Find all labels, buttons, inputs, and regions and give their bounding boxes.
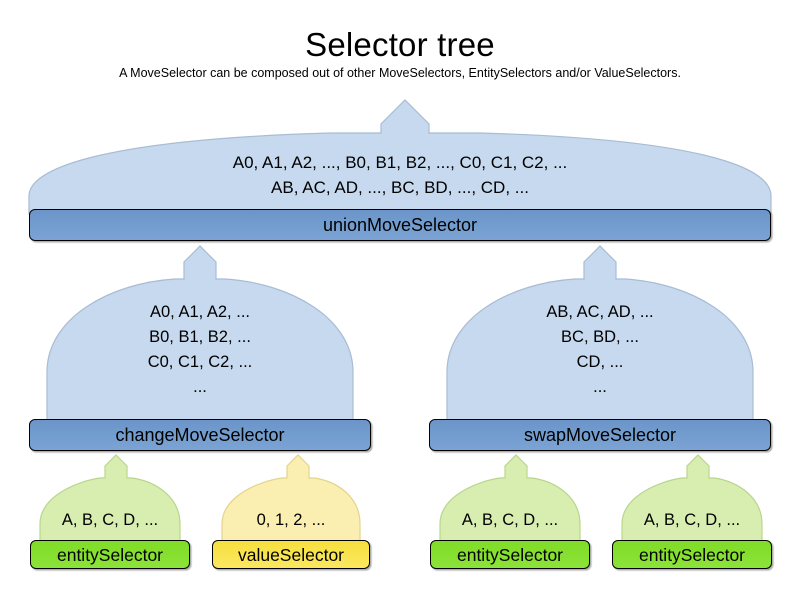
swap-move-selector-box[interactable]: swapMoveSelector	[429, 419, 771, 451]
entity-selector-label-2: entitySelector	[456, 544, 564, 565]
entity-selector-label-3: entitySelector	[638, 544, 746, 565]
leaf-entity-1-values-line-1: A, B, C, D, ...	[61, 511, 159, 529]
leaf-entity-2-shape	[439, 454, 581, 547]
entity-selector-box-2[interactable]: entitySelector	[430, 540, 590, 569]
change-values-line-2: B0, B1, B2, ...	[149, 328, 251, 346]
union-values-line-2: AB, AC, AD, ..., BC, BD, ..., CD, ...	[271, 178, 529, 197]
change-values-line-4: ...	[193, 378, 207, 396]
page-subtitle: A MoveSelector can be composed out of ot…	[119, 66, 681, 80]
leaf-entity-1-shape	[39, 454, 181, 547]
change-move-selector-label: changeMoveSelector	[115, 425, 285, 445]
change-move-selector-box[interactable]: changeMoveSelector	[29, 419, 371, 451]
change-node-values: A0, A1, A2, ... B0, B1, B2, ... C0, C1, …	[47, 300, 353, 400]
value-selector-label-1: valueSelector	[237, 544, 345, 565]
leaf-entity-3-values-line-1: A, B, C, D, ...	[643, 511, 741, 529]
leaf-value-1-values-line-1: 0, 1, 2, ...	[256, 511, 326, 529]
union-node-values: A0, A1, A2, ..., B0, B1, B2, ..., C0, C1…	[29, 150, 771, 200]
swap-node-values: AB, AC, AD, ... BC, BD, ... CD, ... ...	[447, 300, 753, 400]
entity-selector-box-1[interactable]: entitySelector	[30, 540, 190, 569]
value-selector-box-1[interactable]: valueSelector	[212, 540, 370, 569]
swap-node-shape	[446, 245, 754, 425]
change-values-line-1: A0, A1, A2, ...	[150, 303, 250, 321]
union-values-line-1: A0, A1, A2, ..., B0, B1, B2, ..., C0, C1…	[232, 153, 568, 172]
swap-move-selector-label: swapMoveSelector	[523, 425, 677, 445]
page-title: Selector tree	[305, 26, 495, 63]
union-move-selector-box[interactable]: unionMoveSelector	[29, 209, 771, 241]
leaf-entity-3-values: A, B, C, D, ...	[612, 508, 772, 533]
leaf-value-1-shape	[221, 454, 361, 547]
leaf-entity-2-values: A, B, C, D, ...	[430, 508, 590, 533]
entity-selector-label-1: entitySelector	[56, 544, 164, 565]
leaf-entity-3-shape	[621, 454, 763, 547]
change-node-shape	[46, 245, 354, 425]
union-move-selector-label: unionMoveSelector	[322, 215, 478, 235]
leaf-value-1-values: 0, 1, 2, ...	[212, 508, 370, 533]
swap-values-line-1: AB, AC, AD, ...	[546, 303, 654, 321]
union-node-shape	[28, 99, 772, 215]
swap-values-line-4: ...	[593, 378, 607, 396]
entity-selector-box-3[interactable]: entitySelector	[612, 540, 772, 569]
leaf-entity-2-values-line-1: A, B, C, D, ...	[461, 511, 559, 529]
swap-values-line-3: CD, ...	[576, 353, 624, 371]
leaf-entity-1-values: A, B, C, D, ...	[30, 508, 190, 533]
change-values-line-3: C0, C1, C2, ...	[147, 353, 253, 371]
swap-values-line-2: BC, BD, ...	[561, 328, 639, 346]
